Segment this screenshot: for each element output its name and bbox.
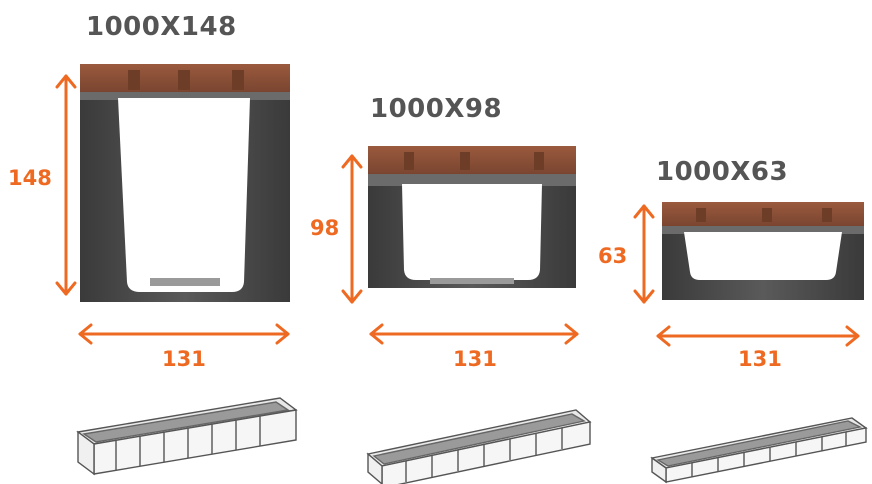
cross-section-148 — [80, 64, 290, 302]
height-label-148: 148 — [8, 166, 52, 190]
channel-title-63: 1000X63 — [656, 157, 789, 187]
width-arrow-63 — [656, 325, 860, 347]
channel-product-148 — [76, 397, 298, 476]
height-label-98: 98 — [310, 216, 340, 240]
width-label-63: 131 — [738, 347, 782, 371]
channel-title-98: 1000X98 — [370, 94, 503, 124]
height-arrow-148 — [55, 74, 77, 296]
cross-section-98 — [368, 146, 576, 288]
channel-product-98 — [366, 409, 592, 484]
width-label-148: 131 — [162, 347, 206, 371]
height-arrow-63 — [633, 204, 655, 304]
channel-title-148: 1000X148 — [86, 12, 237, 42]
width-arrow-98 — [369, 323, 579, 345]
width-arrow-148 — [78, 323, 290, 345]
height-label-63: 63 — [598, 244, 628, 268]
cross-section-63 — [662, 202, 864, 300]
width-label-98: 131 — [453, 347, 497, 371]
height-arrow-98 — [341, 154, 363, 304]
channel-product-63 — [650, 417, 868, 484]
